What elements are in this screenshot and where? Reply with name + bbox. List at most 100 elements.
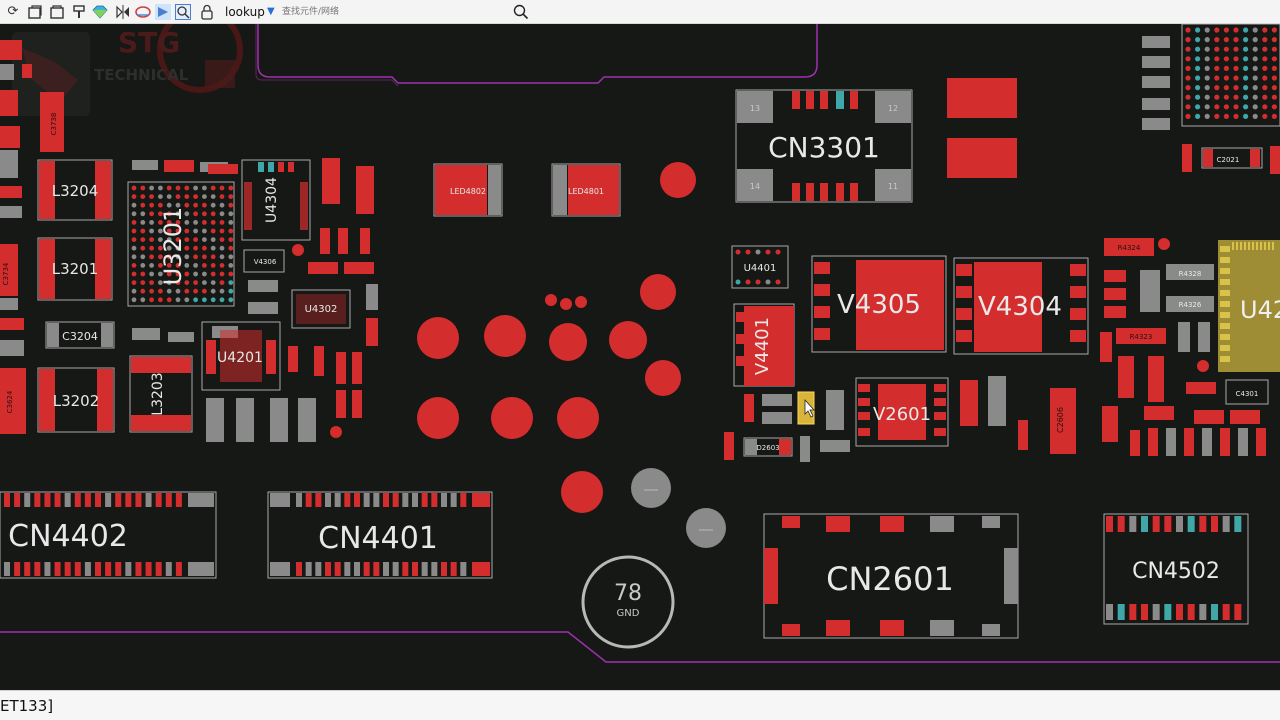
connector-pin — [1176, 516, 1183, 532]
ic-pin — [1220, 246, 1230, 252]
bga-ball — [1233, 27, 1239, 33]
connector-pin — [354, 562, 360, 576]
connector-pin — [4, 493, 10, 507]
transistor-v4305[interactable]: V4305 — [811, 255, 947, 353]
connector-pin — [305, 493, 312, 507]
bga-ball — [1233, 85, 1239, 91]
transistor-v4304[interactable]: V4304 — [953, 257, 1089, 355]
test-pad-group[interactable] — [417, 162, 726, 548]
connector-pin — [135, 562, 142, 576]
bga-ball — [158, 185, 163, 191]
bga-ball — [1185, 113, 1191, 119]
flip-icon[interactable] — [115, 4, 131, 20]
bga-ball — [140, 194, 146, 200]
connector-pin — [431, 562, 438, 576]
connector-cn4402[interactable]: CN4402 — [0, 491, 217, 579]
open-icon[interactable] — [27, 4, 43, 20]
connector-pin — [315, 562, 322, 576]
bga-ball — [184, 254, 190, 260]
connector-pin — [188, 493, 214, 507]
refresh-icon[interactable]: ⟳ — [7, 4, 19, 19]
bga-ball — [184, 297, 190, 303]
transistor-v4401[interactable]: V4401 — [733, 303, 795, 387]
bga-ball — [219, 220, 225, 225]
bga-ball — [149, 280, 155, 285]
connector-cn2601[interactable]: CN2601 — [763, 513, 1019, 639]
bga-ball — [184, 288, 190, 294]
connector-pin — [325, 493, 331, 507]
svg-text:12: 12 — [888, 104, 898, 113]
bga-ball — [1195, 27, 1201, 33]
bga-ball — [1243, 27, 1249, 33]
gnd-test-point[interactable]: 78 GND — [581, 555, 675, 649]
ic-u4304[interactable]: U4304 — [241, 159, 311, 241]
connector-cn4502[interactable]: CN4502 — [1103, 513, 1249, 625]
ic-u42[interactable]: U42 — [1218, 240, 1280, 372]
select-icon[interactable] — [155, 4, 171, 20]
bga-ball — [1243, 75, 1249, 81]
bga-ball — [219, 271, 225, 277]
bga-ball — [158, 271, 163, 277]
bga-ball — [219, 228, 225, 234]
connector-pin — [14, 562, 21, 576]
ic-bga-top-right[interactable] — [1181, 23, 1280, 127]
bga-ball — [1271, 27, 1277, 33]
bga-ball — [1185, 75, 1191, 81]
brush-icon[interactable] — [71, 4, 87, 20]
ic-u4302[interactable]: U4302 — [291, 289, 351, 329]
connector-pin — [1141, 516, 1148, 532]
search-icon[interactable] — [512, 3, 530, 21]
l3201-label: L3201 — [52, 260, 99, 278]
led-led4802[interactable]: LED4802 — [433, 163, 503, 217]
bga-ball — [158, 280, 163, 285]
connector-pin — [1117, 516, 1125, 532]
zoom-fit-icon[interactable] — [175, 4, 191, 20]
bga-ball — [1271, 113, 1277, 119]
connector-pin — [14, 493, 21, 507]
bga-ball — [1185, 65, 1191, 71]
ic-u4401[interactable]: U4401 — [731, 245, 789, 289]
bga-ball — [175, 263, 181, 268]
v4304-label: V4304 — [978, 292, 1062, 322]
inductor-l3204[interactable]: L3204 — [37, 159, 113, 221]
inductor-l3201[interactable]: L3201 — [37, 237, 113, 301]
connector-cn4401[interactable]: CN4401 — [267, 491, 493, 579]
bga-ball — [1233, 113, 1239, 119]
capacitor-c3204[interactable]: C3204 — [45, 321, 115, 349]
pcb-canvas[interactable]: STG TECHNICAL C3738 C3734 C3624 L3204 L3 — [0, 7, 1280, 690]
bga-ball — [228, 202, 234, 208]
close-icon[interactable] — [49, 4, 65, 20]
transistor-v2601[interactable]: V2601 — [855, 377, 949, 447]
bga-ball — [210, 185, 216, 191]
bga-ball — [166, 263, 172, 268]
layer-icon[interactable] — [135, 4, 151, 20]
bga-ball — [166, 211, 172, 217]
pcb-board-view[interactable]: STG TECHNICAL C3738 C3734 C3624 L3204 L3 — [0, 7, 1280, 690]
led-led4801[interactable]: LED4801 — [551, 163, 621, 217]
bga-ball — [1204, 37, 1210, 43]
connector-pin — [392, 493, 399, 507]
search-input[interactable] — [280, 4, 509, 20]
bga-ball — [228, 263, 234, 268]
inductor-l3202[interactable]: L3202 — [37, 367, 115, 433]
lock-icon[interactable] — [199, 4, 215, 20]
connector-pin — [1164, 604, 1172, 620]
connector-pin — [1117, 604, 1125, 620]
gem-icon[interactable] — [92, 4, 108, 20]
u4201-label: U4201 — [217, 350, 263, 366]
toolbar: ⟳ lookup ▼ — [0, 0, 1280, 24]
search-mode-label[interactable]: lookup — [225, 5, 265, 19]
bga-ball — [210, 280, 216, 285]
inductor-l3203[interactable]: L3203 — [129, 355, 193, 433]
ic-u4201[interactable]: U4201 — [201, 321, 281, 391]
chevron-down-icon[interactable]: ▼ — [267, 6, 275, 17]
bga-ball — [228, 288, 234, 294]
ic-u3201[interactable]: U3201 — [127, 181, 235, 307]
ic-pin — [1252, 242, 1254, 250]
bga-ball — [149, 245, 155, 251]
v4306-label: V4306 — [254, 258, 277, 266]
left-edge-parts: C3738 C3734 C3624 — [0, 40, 64, 434]
bga-ball — [166, 271, 172, 277]
bga-ball — [228, 194, 234, 200]
connector-cn3301[interactable]: 13 12 14 11 CN3301 — [735, 89, 913, 203]
